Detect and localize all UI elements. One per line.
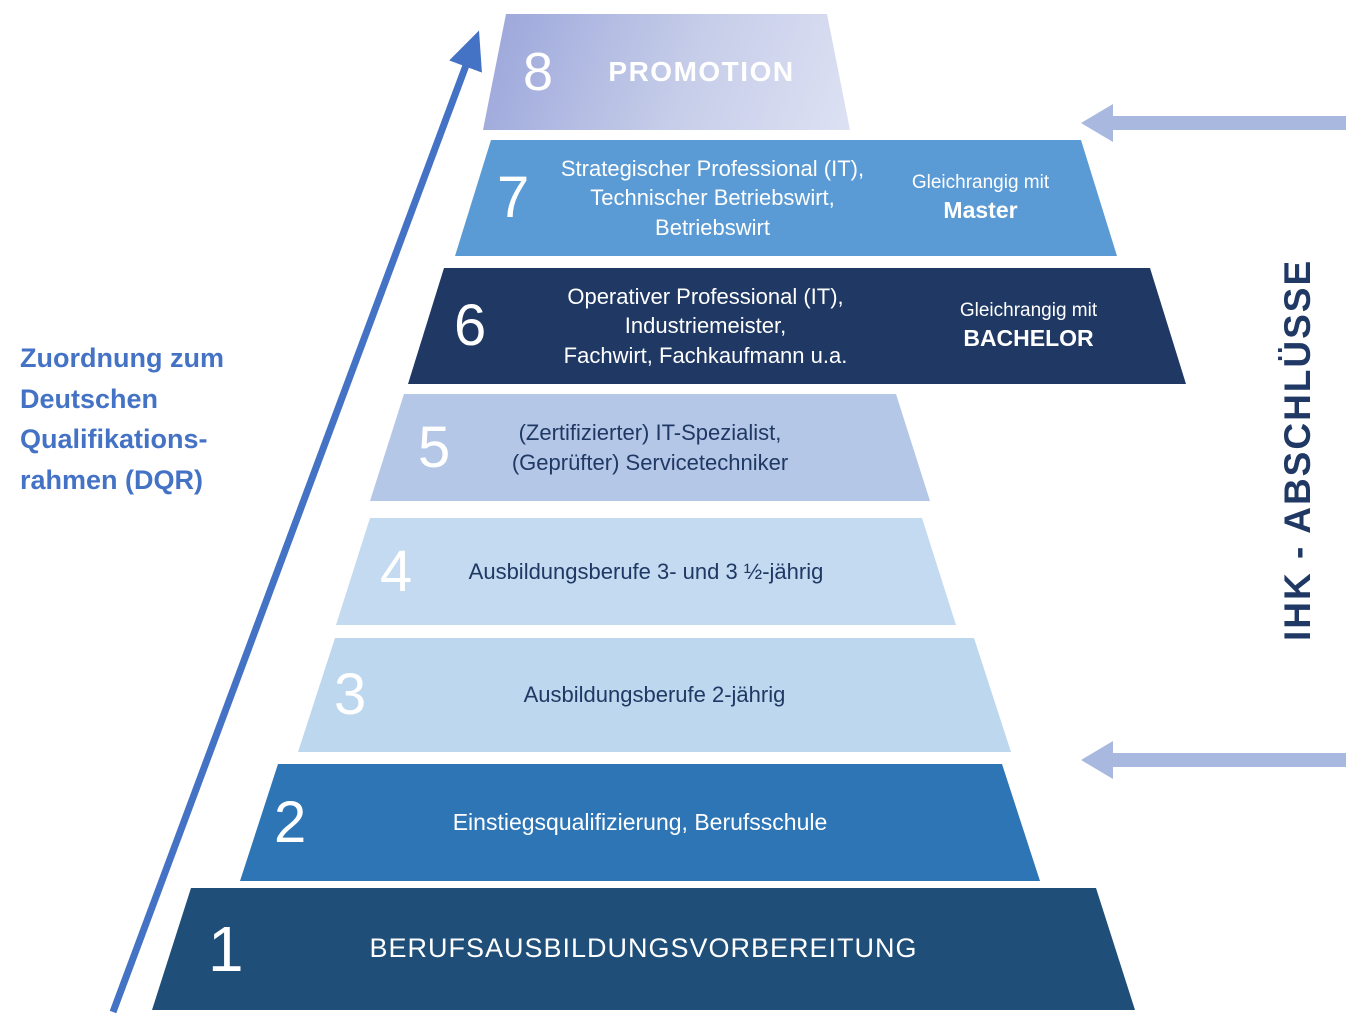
equivalence-prefix: Gleichrangig mit [959,299,1098,321]
level-number: 8 [523,42,554,102]
ihk-abschluesse-label: IHK - ABSCHLÜSSE [1277,258,1318,642]
equivalence-label: Gleichrangig mit Master [878,170,1117,227]
dqr-caption-line: rahmen (DQR) [20,464,204,495]
level-number: 4 [380,538,413,604]
level-line: BERUFSAUSBILDUNGSVORBEREITUNG [369,933,918,964]
level-number: 6 [454,293,487,358]
pyramid-level-4: 4 Ausbildungsberufe 3- und 3 ½-jährig [336,518,956,625]
level-line: PROMOTION [608,55,795,87]
equivalence-label: Gleichrangig mit BACHELOR [911,298,1186,355]
pyramid-level-3: 3 Ausbildungsberufe 2-jährig [298,638,1011,752]
level-label: Operativer Professional (IT), Industriem… [500,282,911,369]
pyramid-level-7: 7 Strategischer Professional (IT), Techn… [455,140,1117,256]
dqr-caption-line: Zuordnung zum [20,343,224,373]
level-label: Ausbildungsberufe 2-jährig [298,638,1011,752]
dqr-caption-line: Deutschen [20,383,159,414]
level-number: 1 [208,913,244,985]
ihk-range-arrow-bottom-icon [1081,741,1346,779]
pyramid-level-2: 2 Einstiegsqualifizierung, Berufsschule [240,764,1040,881]
ihk-range-arrow-top-icon [1081,104,1346,142]
level-number: 3 [334,662,367,727]
equivalence-prefix: Gleichrangig mit [911,171,1050,193]
level-label: Einstiegsqualifizierung, Berufsschule [240,764,1040,881]
level-line: (Zertifizierter) IT-Spezialist, [518,420,782,446]
equivalence-degree: BACHELOR [963,325,1094,352]
level-number: 2 [274,789,307,855]
level-line: Ausbildungsberufe 3- und 3 ½-jährig [468,558,824,584]
level-line: Fachwirt, Fachkaufmann u.a. [563,342,848,368]
level-line: Ausbildungsberufe 2-jährig [523,682,786,708]
level-label: Strategischer Professional (IT), Technis… [547,154,878,241]
equivalence-degree: Master [943,197,1018,224]
level-label: (Zertifizierter) IT-Spezialist, (Geprüft… [370,394,930,501]
dqr-caption: Zuordnung zum Deutschen Qualifikations- … [20,338,224,500]
pyramid-level-8: 8 PROMOTION [483,14,850,130]
level-number: 7 [497,165,530,230]
level-line: Einstiegsqualifizierung, Berufsschule [452,809,828,836]
dqr-axis-arrow-icon [109,30,482,1014]
pyramid-level-1: 1 BERUFSAUSBILDUNGSVORBEREITUNG [152,888,1135,1010]
pyramid-level-6: 6 Operativer Professional (IT), Industri… [408,268,1186,384]
level-label: BERUFSAUSBILDUNGSVORBEREITUNG [152,888,1135,1010]
level-line: Technischer Betriebswirt, Betriebswirt [590,185,835,240]
level-line: Strategischer Professional (IT), [560,156,865,182]
pyramid-level-5: 5 (Zertifizierter) IT-Spezialist, (Geprü… [370,394,930,501]
level-label: Ausbildungsberufe 3- und 3 ½-jährig [336,518,956,625]
level-line: Operativer Professional (IT), Industriem… [567,284,844,339]
dqr-caption-line: Qualifikations- [20,424,208,454]
level-number: 5 [418,414,451,480]
level-line: (Geprüfter) Servicetechniker [511,449,789,475]
level-label: PROMOTION [483,14,850,130]
